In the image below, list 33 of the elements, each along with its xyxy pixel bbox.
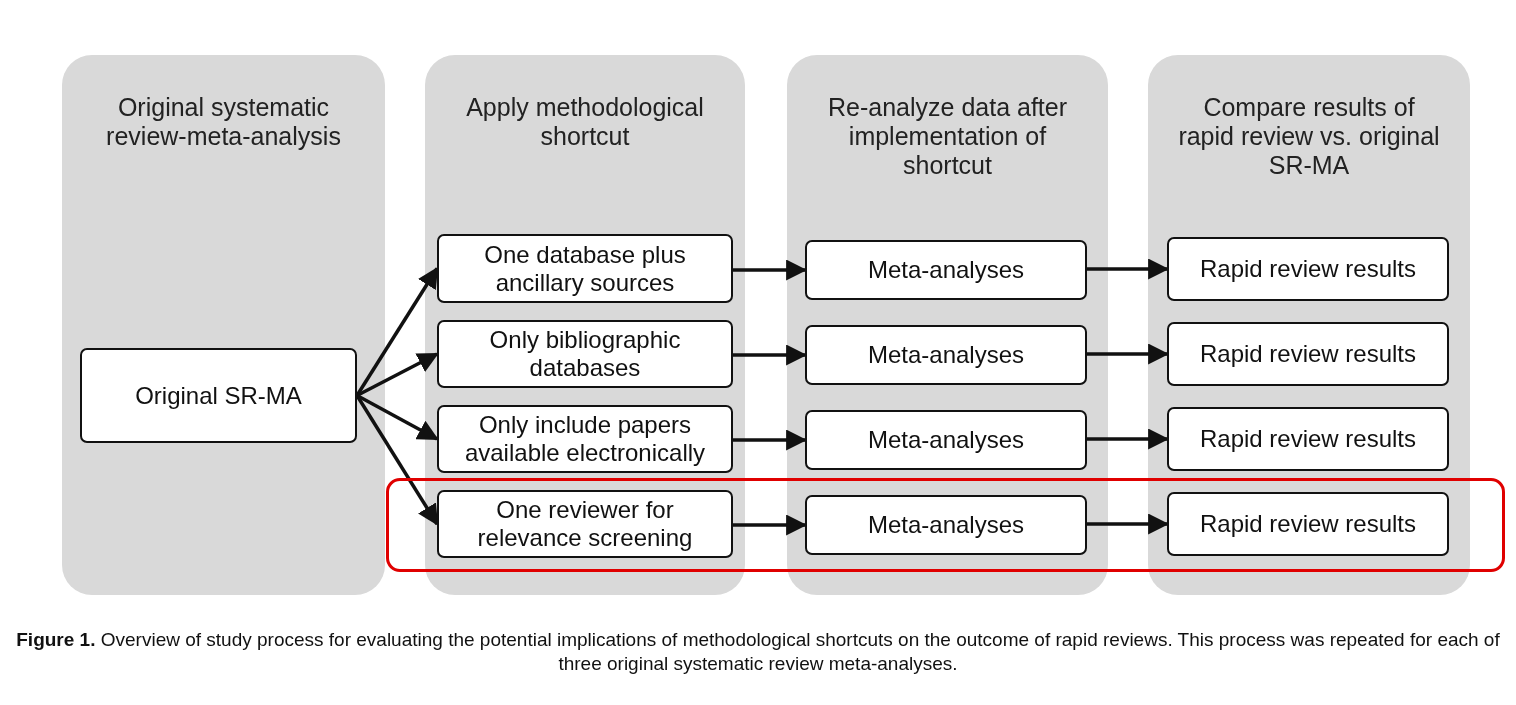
arrow <box>355 394 439 526</box>
process-box: Meta-analyses <box>805 240 1087 300</box>
column-heading: Original systematic review-meta-analysis <box>105 93 342 151</box>
process-box: Rapid review results <box>1167 322 1449 386</box>
process-box: Rapid review results <box>1167 407 1449 471</box>
arrow <box>356 352 439 398</box>
arrow <box>733 259 808 281</box>
arrow <box>1087 513 1170 535</box>
column-panel <box>425 55 745 595</box>
process-box: One reviewer for relevance screening <box>437 490 733 558</box>
arrow <box>733 514 808 536</box>
process-box: Meta-analyses <box>805 410 1087 470</box>
arrow <box>356 393 439 441</box>
arrow <box>1087 343 1170 365</box>
arrow <box>1087 428 1170 450</box>
process-box: Rapid review results <box>1167 237 1449 301</box>
column-heading: Apply methodological shortcut <box>465 93 705 151</box>
process-box: Only bibliographic databases <box>437 320 733 388</box>
column-panel <box>787 55 1108 595</box>
column-heading: Re-analyze data after implementation of shortcut <box>827 93 1068 180</box>
process-box: Rapid review results <box>1167 492 1449 556</box>
process-box: Only include papers available electronically <box>437 405 733 473</box>
column-panel <box>62 55 385 595</box>
process-box: Meta-analyses <box>805 325 1087 385</box>
column-heading: Compare results of rapid review vs. original SR-MA <box>1177 93 1441 180</box>
process-box: Original SR-MA <box>80 348 357 443</box>
column-panel <box>1148 55 1470 595</box>
arrow <box>1087 258 1170 280</box>
arrow <box>733 429 808 451</box>
process-box: One database plus ancillary sources <box>437 234 733 303</box>
arrow <box>733 344 808 366</box>
process-box: Meta-analyses <box>805 495 1087 555</box>
figure-caption: Figure 1. Overview of study process for evaluating the potential implications of methodological shortcuts on the outcome of rapid reviews. This process was repeated for each of three original systematic review meta-analyses. <box>15 628 1501 676</box>
